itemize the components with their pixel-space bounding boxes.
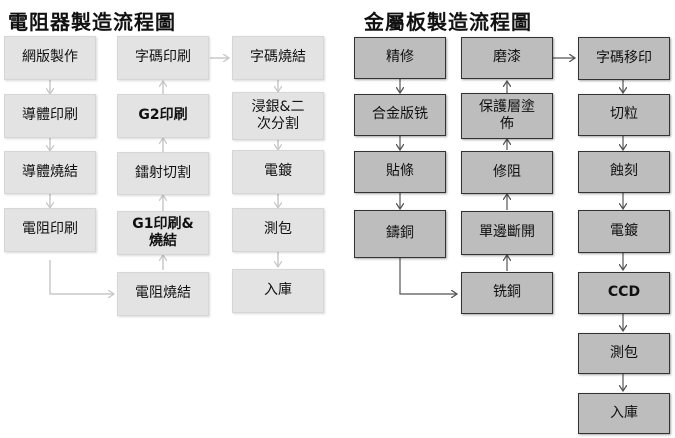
step-dicing: 切粒 — [578, 94, 670, 136]
step-conductor-printing: 導體印刷 — [4, 94, 96, 138]
step-paint-grinding: 磨漆 — [461, 37, 553, 79]
step-screen-making: 網版製作 — [4, 36, 96, 80]
step-single-side-break: 單邊斷開 — [461, 211, 553, 255]
step-conductor-firing: 導體燒結 — [4, 151, 96, 194]
step-copper-milling: 铣銅 — [461, 272, 553, 314]
step-resistor-printing: 電阻印刷 — [4, 208, 96, 252]
step-right-test-pack: 測包 — [578, 333, 670, 374]
step-marking-pad-print: 字碼移印 — [578, 37, 670, 80]
step-laser-trimming: 鐳射切割 — [117, 152, 209, 195]
step-etching: 蝕刻 — [578, 151, 670, 193]
step-g1-printing-firing: G1印刷& 燒結 — [117, 211, 209, 255]
arrow-n4-n5 — [49, 260, 114, 294]
step-marking-printing: 字碼印刷 — [117, 36, 209, 80]
step-left-test-pack: 測包 — [232, 208, 324, 252]
step-right-warehousing: 入庫 — [578, 393, 670, 434]
step-g2-printing: G2印刷 — [117, 94, 209, 138]
left-chart-title: 電阻器製造流程圖 — [8, 10, 176, 34]
step-right-plating: 電鍍 — [578, 210, 670, 253]
step-strip-attaching: 貼條 — [354, 151, 446, 193]
right-chart-title: 金屬板製造流程圖 — [364, 10, 532, 34]
step-finishing: 精修 — [354, 37, 446, 79]
step-resistor-firing: 電阻燒結 — [117, 272, 209, 316]
step-resistance-trimming: 修阻 — [461, 151, 553, 194]
step-ccd: CCD — [578, 272, 670, 314]
step-marking-firing: 字碼燒結 — [232, 36, 324, 80]
arrow-m4-m5 — [399, 258, 457, 294]
step-left-plating: 電鍍 — [232, 150, 324, 194]
step-left-warehousing: 入庫 — [232, 269, 324, 313]
step-silver-dip-secondary-break: 浸銀&二 次分割 — [232, 92, 324, 140]
step-protective-coating: 保護層塗 佈 — [461, 93, 553, 139]
step-copper-casting: 鑄銅 — [354, 210, 446, 258]
step-alloy-plate-milling: 合金版铣 — [354, 94, 446, 136]
